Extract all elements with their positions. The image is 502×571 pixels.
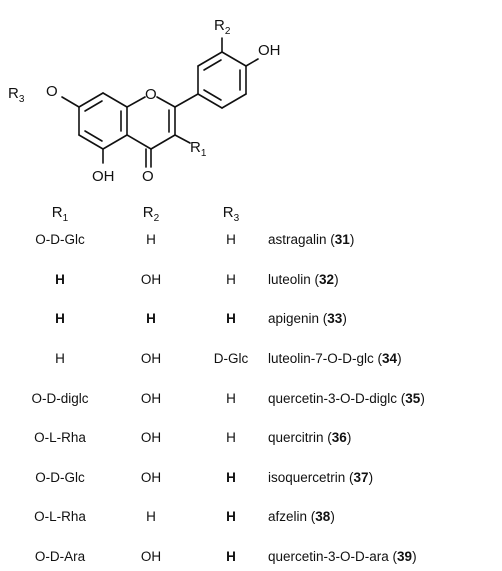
cell-r3: H — [226, 391, 236, 406]
ring-a — [78, 92, 128, 150]
cell-r3: H — [226, 509, 236, 524]
cell-r2: OH — [140, 470, 162, 485]
table-row: H H H apigenin (33) — [0, 311, 502, 333]
cell-r2: H — [146, 232, 156, 247]
cell-r1: H — [55, 311, 65, 326]
table-row: H OH H luteolin (32) — [0, 272, 502, 294]
cell-r1: H — [55, 272, 65, 287]
cell-r2: OH — [140, 351, 162, 366]
cell-r2: OH — [140, 549, 162, 564]
table-row: H OH D-Glc luteolin-7-O-D-glc (34) — [0, 351, 502, 373]
table-header: R1 R2 R3 — [0, 204, 502, 226]
cell-r1: O-D-Glc — [35, 470, 85, 485]
table-row: O-D-Glc OH H isoquercetrin (37) — [0, 470, 502, 492]
header-r3: R3 — [222, 204, 240, 224]
compound-name: luteolin-7-O-D-glc (34) — [268, 351, 402, 366]
cell-r3: H — [226, 272, 236, 287]
cell-r3: H — [226, 549, 236, 564]
compound-name: quercetin-3-O-D-diglc (35) — [268, 391, 425, 406]
table-row: O-D-Glc H H astragalin (31) — [0, 232, 502, 254]
oxygen-7-label: O — [46, 83, 58, 100]
cell-r1: O-D-Glc — [35, 232, 85, 247]
hydroxyl-4prime-label: OH — [258, 42, 281, 59]
cell-r2: H — [146, 311, 156, 326]
hydroxyl-5-label: OH — [92, 168, 115, 185]
compound-name: afzelin (38) — [268, 509, 335, 524]
compound-name: isoquercetrin (37) — [268, 470, 374, 485]
table-row: O-L-Rha H H afzelin (38) — [0, 509, 502, 531]
substituent-bonds — [61, 37, 259, 164]
cell-r2: H — [146, 509, 156, 524]
cell-r3: H — [226, 311, 236, 326]
compound-name: apigenin (33) — [268, 311, 347, 326]
cell-r3: H — [226, 232, 236, 247]
cell-r2: OH — [140, 430, 162, 445]
table-row: O-D-diglc OH H quercetin-3-O-D-diglc (35… — [0, 391, 502, 413]
ring-oxygen-label: O — [145, 86, 157, 103]
cell-r2: OH — [140, 272, 162, 287]
table-row: O-L-Rha OH H quercitrin (36) — [0, 430, 502, 452]
cell-r1: O-L-Rha — [34, 430, 86, 445]
cell-r3: D-Glc — [213, 351, 249, 366]
compound-name: astragalin (31) — [268, 232, 355, 247]
carbonyl-oxygen-label: O — [142, 168, 154, 185]
flavonoid-core-structure: R3 O O R2 OH R1 OH O — [8, 17, 281, 185]
cell-r3: H — [226, 430, 236, 445]
compound-name: quercetin-3-O-D-ara (39) — [268, 549, 417, 564]
compound-name: quercitrin (36) — [268, 430, 352, 445]
ring-c — [126, 96, 176, 168]
cell-r3: H — [226, 470, 236, 485]
r3-label: R3 — [8, 85, 25, 105]
cell-r2: OH — [140, 391, 162, 406]
cell-r1: H — [55, 351, 65, 366]
ring-b — [174, 51, 247, 109]
header-r2: R2 — [142, 204, 160, 224]
compound-name: luteolin (32) — [268, 272, 339, 287]
cell-r1: O-D-diglc — [31, 391, 89, 406]
header-r1: R1 — [51, 204, 69, 224]
r2-label: R2 — [214, 17, 231, 37]
table-row: O-D-Ara OH H quercetin-3-O-D-ara (39) — [0, 549, 502, 571]
cell-r1: O-L-Rha — [34, 509, 86, 524]
r1-label: R1 — [190, 139, 207, 159]
cell-r1: O-D-Ara — [34, 549, 86, 564]
